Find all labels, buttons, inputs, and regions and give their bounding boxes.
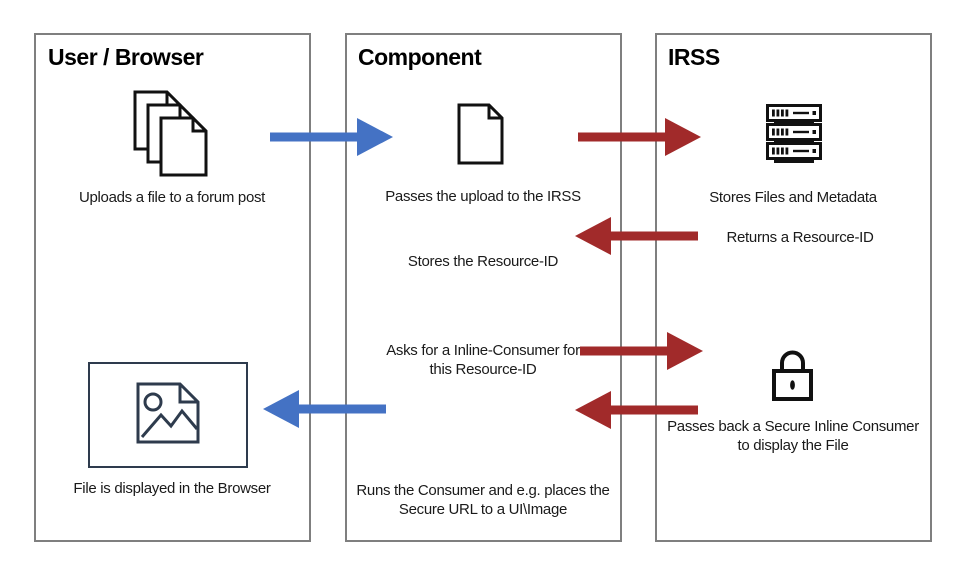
label-asks-consumer: Asks for a Inline-Consumer for this Reso…	[386, 342, 580, 378]
label-runs-consumer: Runs the Consumer and e.g. places the Se…	[356, 482, 610, 518]
label-stores-resource-id: Stores the Resource-ID	[407, 253, 559, 270]
column-title-irss: IRSS	[668, 44, 720, 70]
arrow-ask-inline-consumer	[580, 331, 704, 371]
arrow-display-file-in-browser	[262, 389, 386, 429]
image-placeholder-icon	[136, 382, 200, 449]
document-icon	[457, 103, 504, 170]
label-file-displayed: File is displayed in the Browser	[73, 480, 271, 497]
label-uploads-file: Uploads a file to a forum post	[78, 189, 266, 206]
label-returns-resource-id: Returns a Resource-ID	[726, 229, 874, 246]
column-title-component: Component	[358, 44, 482, 70]
image-placeholder-frame	[88, 362, 248, 468]
padlock-icon	[772, 348, 813, 406]
arrow-pass-back-consumer	[574, 390, 698, 430]
arrow-upload-to-irss	[578, 117, 702, 157]
label-stores-files: Stores Files and Metadata	[709, 189, 877, 206]
stacked-documents-icon	[133, 90, 209, 184]
label-passes-upload: Passes the upload to the IRSS	[385, 188, 581, 205]
column-title-user-browser: User / Browser	[48, 44, 204, 70]
arrow-return-resource-id	[574, 216, 698, 256]
arrow-upload-to-component	[270, 117, 394, 157]
server-rack-icon	[766, 104, 822, 171]
label-passes-back-consumer: Passes back a Secure Inline Consumer to …	[667, 418, 919, 454]
